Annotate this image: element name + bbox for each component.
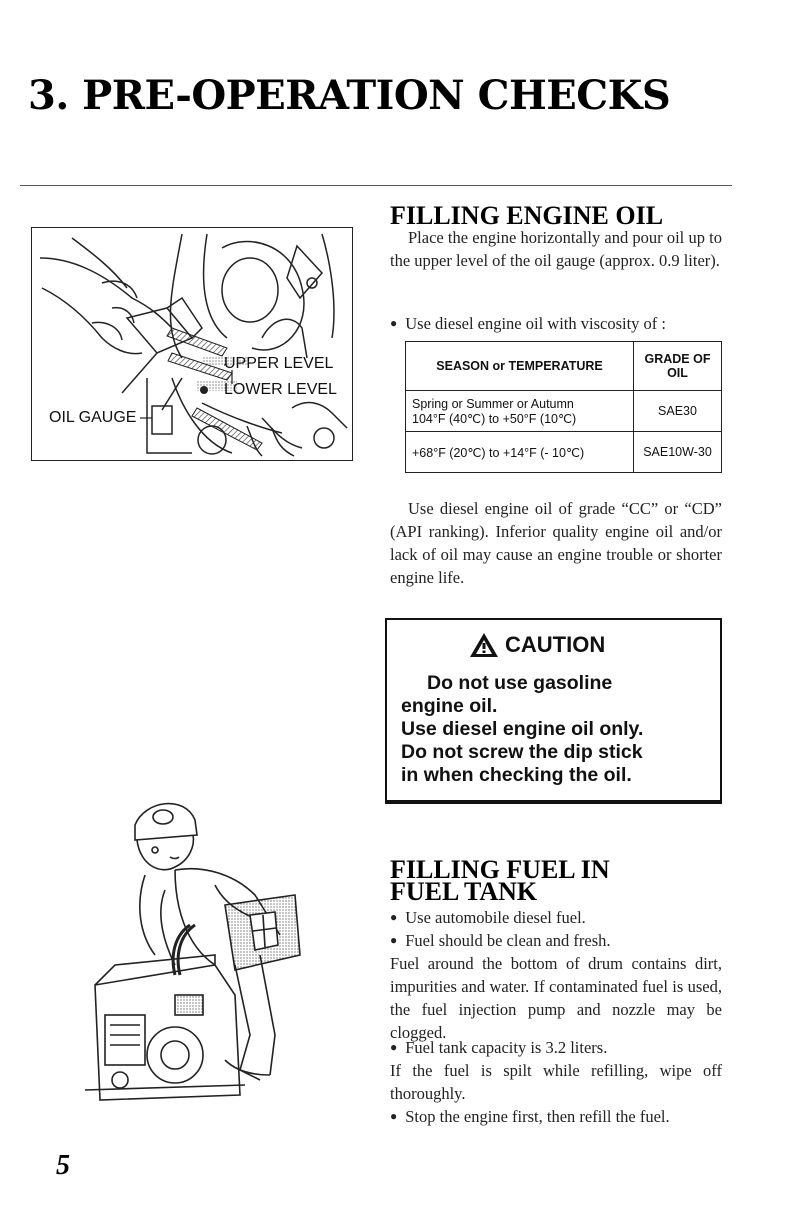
grade-cell: SAE30 [633, 390, 722, 432]
warning-triangle-icon [470, 633, 498, 657]
caution-title: CAUTION [505, 632, 606, 657]
caution-line-1: Do not use gasoline [427, 672, 613, 694]
season-cell: Spring or Summer or Autumn 104°F (40℃) t… [405, 390, 634, 432]
page-number: 5 [56, 1150, 70, 1181]
oil-viscosity-table: SEASON or TEMPERATURE GRADE OF OIL Sprin… [405, 341, 722, 473]
engine-oil-fill-drawing [39, 233, 348, 457]
fuel-bullet-4: Stop the engine first, then refill the f… [390, 1105, 730, 1130]
fuel-bullet-1: Use automobile diesel fuel. [390, 906, 730, 931]
table-row: +68°F (20℃) to +14°F (- 10℃) SAE10W-30 [405, 431, 722, 473]
caution-line-3: Use diesel engine oil only. [401, 718, 644, 740]
upper-level-label: UPPER LEVEL [224, 355, 334, 372]
viscosity-bullet: Use diesel engine oil with viscosity of … [390, 312, 730, 337]
filling-fuel-heading-line-2: FUEL TANK [390, 877, 538, 906]
caution-line-5: in when checking the oil. [401, 764, 632, 786]
season-cell: +68°F (20℃) to +14°F (- 10℃) [405, 431, 634, 473]
page-title: 3. PRE-OPERATION CHECKS [28, 72, 671, 119]
grade-cell: SAE10W-30 [633, 431, 722, 473]
fuel-bullet-2: Fuel should be clean and fresh. [390, 929, 730, 954]
caution-line-2: engine oil. [401, 695, 498, 717]
filling-fuel-heading-line-1: FILLING FUEL IN [390, 855, 610, 884]
oil-gauge-label: OIL GAUGE [49, 409, 137, 426]
oil-grade-note: Use diesel engine oil of grade “CC” or “… [390, 499, 722, 587]
fuel-contamination-paragraph: Fuel around the bottom of drum contains … [390, 954, 722, 1042]
table-header-row: SEASON or TEMPERATURE GRADE OF OIL [405, 341, 722, 391]
caution-line-4: Do not screw the dip stick [401, 741, 643, 763]
lower-level-label: LOWER LEVEL [224, 381, 337, 398]
grade-column-header: GRADE OF OIL [633, 341, 722, 391]
fuel-spill-paragraph: If the fuel is spilt while refilling, wi… [390, 1061, 722, 1103]
refueling-illustration [75, 795, 325, 1105]
table-row: Spring or Summer or Autumn 104°F (40℃) t… [405, 390, 722, 432]
fuel-bullet-3: Fuel tank capacity is 3.2 liters. [390, 1036, 730, 1061]
worker-refueling-engine-drawing [84, 802, 301, 1101]
season-column-header: SEASON or TEMPERATURE [405, 341, 634, 391]
oil-gauge-illustration: UPPER LEVEL LOWER LEVEL OIL GAUGE [31, 227, 353, 461]
oil-fill-instructions: Place the engine horizontally and pour o… [390, 228, 722, 270]
filling-engine-oil-heading: FILLING ENGINE OIL [390, 201, 664, 230]
section-divider [20, 185, 732, 186]
caution-box: CAUTION Do not use gasoline engine oil. … [385, 618, 722, 804]
